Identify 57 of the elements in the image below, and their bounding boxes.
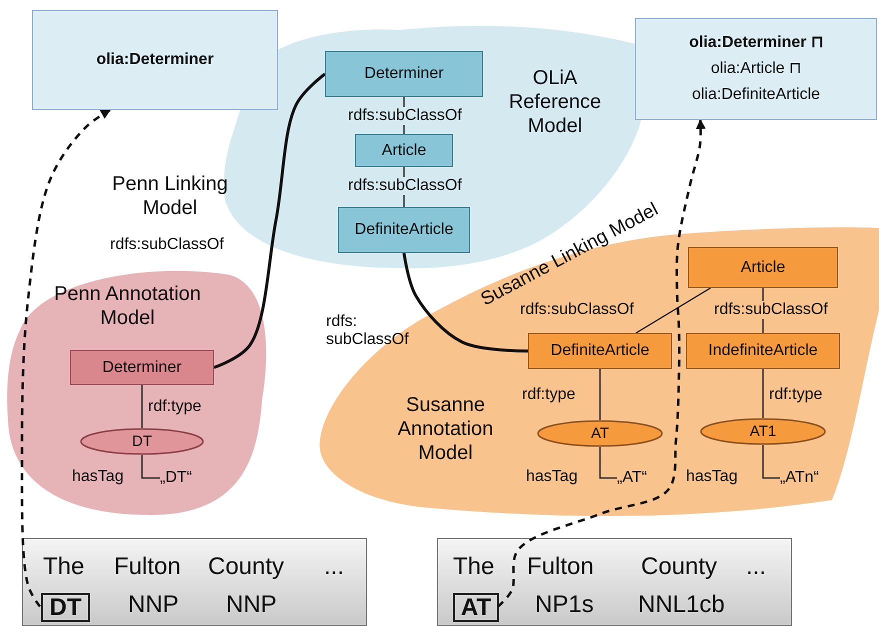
edge-label: rdfs:subClassOf xyxy=(712,301,830,320)
connector xyxy=(636,287,711,334)
class-box: Article xyxy=(688,247,838,288)
connector xyxy=(402,252,528,352)
token-text: County xyxy=(641,553,718,581)
connector xyxy=(20,108,111,608)
tag-box: DT xyxy=(41,593,90,622)
token-text: ... xyxy=(746,553,766,581)
connector xyxy=(497,119,706,608)
connector xyxy=(141,455,160,479)
class-box: DefiniteArticle xyxy=(528,333,672,369)
class-box: olia:Determiner ⊓ olia:Article ⊓ olia:DefiniteArticle xyxy=(635,18,877,120)
token-text: The xyxy=(43,553,84,581)
connector xyxy=(762,445,780,479)
edge-label: rdfs:subClassOf xyxy=(520,301,634,320)
connector xyxy=(762,369,764,418)
edge-label: hasTag xyxy=(72,468,124,486)
class-box: DefiniteArticle xyxy=(338,207,470,253)
tag-box: AT xyxy=(453,593,499,622)
sentence-panel xyxy=(437,538,792,626)
tag-literal: „DT“ xyxy=(160,466,206,490)
connector xyxy=(213,72,326,369)
model-caption: Penn Linking Model xyxy=(111,172,229,220)
edge-label: rdf:type xyxy=(522,386,576,404)
class-box: Article xyxy=(355,134,453,167)
token-text: Fulton xyxy=(114,553,181,581)
edge-label: rdfs:subClassOf xyxy=(346,107,464,126)
edge-label: rdfs:subClassOf xyxy=(346,177,464,196)
token-text: ... xyxy=(324,553,344,581)
edge-label: rdf:type xyxy=(148,398,202,416)
edge-label: rdfs:subClassOf xyxy=(110,236,224,254)
edge-label: hasTag xyxy=(686,468,738,486)
token-text: Fulton xyxy=(527,553,594,581)
class-box: olia:Determiner xyxy=(32,10,278,110)
token-text: NNP xyxy=(128,591,179,619)
token-text: The xyxy=(453,553,494,581)
connector xyxy=(599,369,601,420)
edge-label: hasTag xyxy=(526,468,578,486)
class-box: Determiner xyxy=(70,350,214,385)
connector xyxy=(599,447,617,479)
tag-ellipse: DT xyxy=(80,428,204,455)
token-text: County xyxy=(208,553,284,581)
tag-literal: „ATn“ xyxy=(780,466,834,490)
region-title: Penn Annotation Model xyxy=(53,282,202,330)
token-text: NNL1cb xyxy=(638,591,725,619)
class-box: Determiner xyxy=(325,51,483,97)
region-title: OLiA Reference Model xyxy=(508,66,602,138)
token-text: NP1s xyxy=(535,591,594,619)
connector xyxy=(141,385,143,428)
tag-ellipse: AT1 xyxy=(700,418,826,445)
class-box: IndefiniteArticle xyxy=(686,333,840,369)
token-text: NNP xyxy=(226,591,277,619)
edge-label: rdf:type xyxy=(769,386,822,404)
tag-literal: „AT“ xyxy=(617,466,663,490)
region-title: Susanne Annotation Model xyxy=(396,393,494,465)
tag-ellipse: AT xyxy=(537,420,663,447)
sentence-panel xyxy=(22,538,367,626)
